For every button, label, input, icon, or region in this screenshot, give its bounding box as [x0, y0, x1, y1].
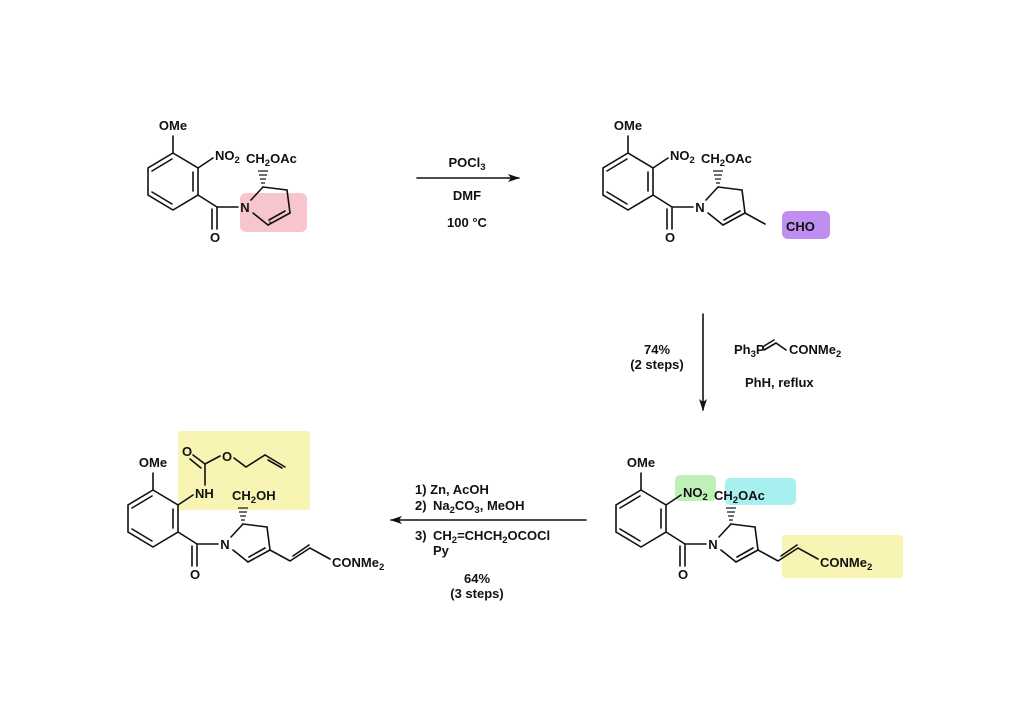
reagent-line-4: Py [433, 543, 450, 558]
oxygen-label: O [665, 230, 675, 245]
nitro-label: NO2 [683, 485, 708, 503]
solvent-label: DMF [453, 188, 481, 203]
methoxy-label: OMe [159, 118, 187, 133]
compound-2-aldehyde: OMe NO2 CH2OAc N O CHO [602, 118, 815, 245]
ylide-bond [763, 342, 787, 351]
yield-label: 74% [644, 342, 670, 357]
compound-4-product: OMe NH O O CH2OH N O CONMe2 [127, 444, 384, 582]
oxygen-label: O [210, 230, 220, 245]
reagent-line-3: CH2=CHCH2OCOCl [433, 528, 550, 546]
carbamate-nh-label: NH [195, 486, 214, 501]
ylide-amide-label: CONMe2 [789, 342, 841, 360]
reagent-line-2-number: 2) [415, 498, 427, 513]
methoxy-label: OMe [614, 118, 642, 133]
compound-3-acrylamide: OMe NO2 CH2OAc N O CONMe2 [615, 455, 872, 582]
steps-label: (2 steps) [630, 357, 683, 372]
acrylamide-highlight [782, 535, 903, 578]
carbonyl-oxygen-label: O [182, 444, 192, 459]
amide-label: CONMe2 [820, 555, 872, 573]
temperature-label: 100 °C [447, 215, 488, 230]
ester-oxygen-label: O [222, 449, 232, 464]
oxygen-label: O [190, 567, 200, 582]
alloc-highlight [178, 431, 310, 510]
side-chain-label: CH2OAc [714, 488, 765, 506]
steps-label: (3 steps) [450, 586, 503, 601]
amide-label: CONMe2 [332, 555, 384, 573]
oxygen-label: O [678, 567, 688, 582]
reagent-line-2: Na2CO3, MeOH [433, 498, 525, 516]
nitrogen-label: N [220, 537, 229, 552]
nitro-label: NO2 [215, 148, 240, 166]
acetate-highlight [725, 478, 796, 505]
reagent-label: POCl3 [448, 155, 485, 173]
aldehyde-highlight [782, 211, 830, 239]
step-3: 1) Zn, AcOH 2) Na2CO3, MeOH 3) CH2=CHCH2… [390, 482, 587, 601]
side-chain-label: CH2OH [232, 488, 276, 506]
aldehyde-label: CHO [786, 219, 815, 234]
compound-1-starting-material: OMe NO2 CH2OAc N O [147, 118, 297, 245]
nitro-highlight [675, 475, 716, 501]
step-1: POCl3 DMF 100 °C [416, 155, 520, 230]
methoxy-label: OMe [139, 455, 167, 470]
step-2: 74% (2 steps) Ph3P CONMe2 PhH, reflux [630, 313, 841, 411]
reagent-line-1: 1) Zn, AcOH [415, 482, 489, 497]
nitrogen-label: N [695, 200, 704, 215]
methoxy-label: OMe [627, 455, 655, 470]
yield-label: 64% [464, 571, 490, 586]
nitrogen-label: N [240, 200, 249, 215]
ylide-phosphorus-label: Ph3P [734, 342, 765, 360]
alkene-highlight [240, 193, 307, 232]
nitro-label: NO2 [670, 148, 695, 166]
conditions-label: PhH, reflux [745, 375, 814, 390]
side-chain-label: CH2OAc [246, 151, 297, 169]
nitrogen-label: N [708, 537, 717, 552]
reagent-line-3-number: 3) [415, 528, 427, 543]
side-chain-label: CH2OAc [701, 151, 752, 169]
